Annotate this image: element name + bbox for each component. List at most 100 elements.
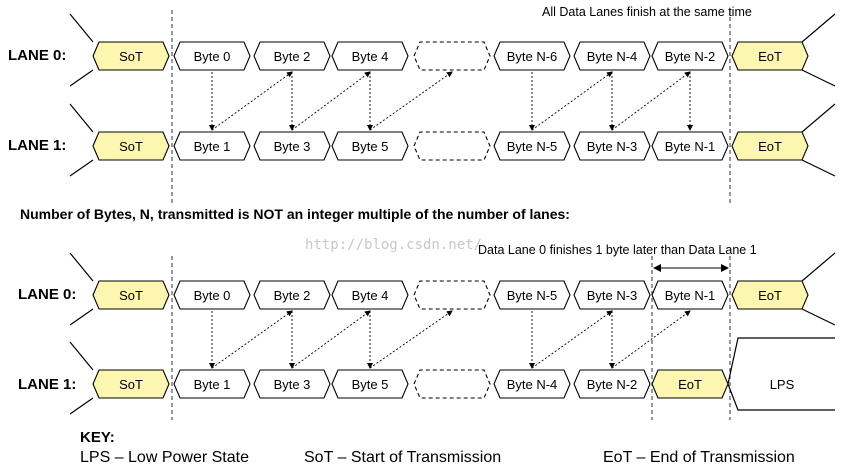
d2-lane0-label: LANE 0:: [18, 286, 77, 303]
lane-bus-lines: [69, 13, 836, 415]
diagram2-lane1-box-1-label: Byte 1: [194, 377, 231, 392]
diagram1-lane0-box-6-label: Byte N-4: [587, 49, 638, 64]
key-item-sot: SoT – Start of Transmission: [304, 449, 502, 466]
diagram1-lane0-box-8-label: EoT: [758, 49, 782, 64]
key-title: KEY:: [80, 429, 115, 446]
diagram2-lane0-box-7-label: Byte N-1: [665, 288, 716, 303]
caption-top: All Data Lanes finish at the same time: [542, 5, 752, 19]
diagram2-lane0-box-1-label: Byte 0: [194, 288, 231, 303]
d2-lane1-label: LANE 1:: [18, 376, 77, 393]
diagram2-lane0-box-6: [573, 280, 651, 310]
diagram1-lane0-box-8: [731, 41, 809, 71]
transfer-arrows: [209, 71, 729, 369]
diagram1-lane1-box-5: [493, 131, 571, 161]
bus-rail-left: [69, 103, 94, 177]
diagram1-lane1-box-3: [331, 131, 409, 161]
diagram2-lane1-box-1: [173, 369, 251, 399]
arrow-diagonal: [369, 310, 453, 369]
diagram2-lane1-box-6-label: Byte N-2: [587, 377, 638, 392]
bus-rail-left: [69, 341, 94, 415]
diagram1-lane1-box-0-label: SoT: [119, 139, 143, 154]
diagram2-lane0-box-4: [413, 280, 491, 310]
arrow-diagonal: [611, 310, 691, 369]
diagram2-lane0-box-2-label: Byte 2: [274, 288, 311, 303]
diagram2-lane0-box-0-label: SoT: [119, 288, 143, 303]
arrow-diagonal: [211, 71, 293, 131]
d1-lane1-label: LANE 1:: [8, 137, 67, 154]
diagram1-lane1-box-3-label: Byte 5: [352, 139, 389, 154]
diagram1-lane1-box-0: [92, 131, 170, 161]
diagram2-lane0-box-1: [173, 280, 251, 310]
arrow-diagonal: [291, 71, 371, 131]
diagram1-lane1-box-2-label: Byte 3: [274, 139, 311, 154]
diagram2-lane0-box-3-label: Byte 4: [352, 288, 389, 303]
bus-rail-right: [801, 103, 836, 177]
diagram2-lane0-box-5: [493, 280, 571, 310]
diagram1-lane1-box-6-label: Byte N-3: [587, 139, 638, 154]
diagram1-lane1-box-1-label: Byte 1: [194, 139, 231, 154]
diagram2-lane1-box-2: [253, 369, 331, 399]
diagram1-lane1-box-1: [173, 131, 251, 161]
diagram1-lane0-box-3-label: Byte 4: [352, 49, 389, 64]
diagram2-lane1-box-2-label: Byte 3: [274, 377, 311, 392]
diagram1-lane0-box-2-label: Byte 2: [274, 49, 311, 64]
diagram2-lane0-box-6-label: Byte N-3: [587, 288, 638, 303]
diagram1-lane0-box-5: [493, 41, 571, 71]
diagram1-lane1-box-8: [731, 131, 809, 161]
diagram1-lane1-box-4: [413, 131, 491, 161]
diagram1-lane1-box-5-label: Byte N-5: [507, 139, 558, 154]
arrow-diagonal: [291, 310, 371, 369]
lps-line: [727, 337, 835, 411]
arrow-diagonal: [611, 71, 691, 131]
diagram1-lane1-box-6: [573, 131, 651, 161]
diagram2-lane1-box-4: [413, 369, 491, 399]
diagram1-lane0-box-2: [253, 41, 331, 71]
bus-rail-left: [69, 13, 94, 87]
bus-rail-right: [801, 13, 836, 87]
diagram1-lane0-box-1: [173, 41, 251, 71]
diagram2-lane0-box-5-label: Byte N-5: [507, 288, 558, 303]
arrow-diagonal: [211, 310, 293, 369]
diagram1-lane0-box-7-label: Byte N-2: [665, 49, 716, 64]
diagram2-lane1-box-0: [92, 369, 170, 399]
arrow-diagonal: [369, 71, 453, 131]
diagram2-lane1-box-7-label: EoT: [678, 377, 702, 392]
diagram1-lane1-box-7-label: Byte N-1: [665, 139, 716, 154]
diagram2-lane0-box-3: [331, 280, 409, 310]
section2-heading: Number of Bytes, N, transmitted is NOT a…: [20, 206, 570, 222]
diagram1-lane0-box-4: [413, 41, 491, 71]
diagram2-lane1-box-3-label: Byte 5: [352, 377, 389, 392]
bus-rail-right: [801, 252, 836, 326]
diagram2-lane1-box-7: [651, 369, 729, 399]
diagram1-lane1-box-7: [651, 131, 729, 161]
diagram2-lane0-box-8: [731, 280, 809, 310]
diagram2-lane1-box-5-label: Byte N-4: [507, 377, 558, 392]
arrow-diagonal: [531, 310, 613, 369]
lps-label: LPS: [770, 377, 795, 392]
diagram1-lane0-box-0-label: SoT: [119, 49, 143, 64]
diagram1-lane0-box-1-label: Byte 0: [194, 49, 231, 64]
key-item-lps: LPS – Low Power State: [80, 449, 249, 466]
diagram2-lane0-box-2: [253, 280, 331, 310]
bus-rail-left: [69, 252, 94, 326]
diagram1-lane0-box-3: [331, 41, 409, 71]
diagram2-lane1-box-3: [331, 369, 409, 399]
diagram1-lane1-box-8-label: EoT: [758, 139, 782, 154]
key-item-eot: EoT – End of Transmission: [603, 449, 795, 466]
diagram2-lane1-box-5: [493, 369, 571, 399]
caption-bottom: Data Lane 0 finishes 1 byte later than D…: [478, 243, 757, 257]
arrow-diagonal: [531, 71, 613, 131]
diagram1-lane0-box-0: [92, 41, 170, 71]
d1-lane0-label: LANE 0:: [8, 47, 67, 64]
diagram2-lane0-box-8-label: EoT: [758, 288, 782, 303]
diagram2-lane1-box-6: [573, 369, 651, 399]
diagram2-lane1-box-0-label: SoT: [119, 377, 143, 392]
diagram1-lane0-box-5-label: Byte N-6: [507, 49, 558, 64]
diagram2-lane0-box-7: [651, 280, 729, 310]
diagram1-lane0-box-7: [651, 41, 729, 71]
diagram1-lane0-box-6: [573, 41, 651, 71]
vertical-guide-lines: [171, 10, 731, 420]
watermark: http://blog.csdn.net/: [305, 237, 483, 253]
